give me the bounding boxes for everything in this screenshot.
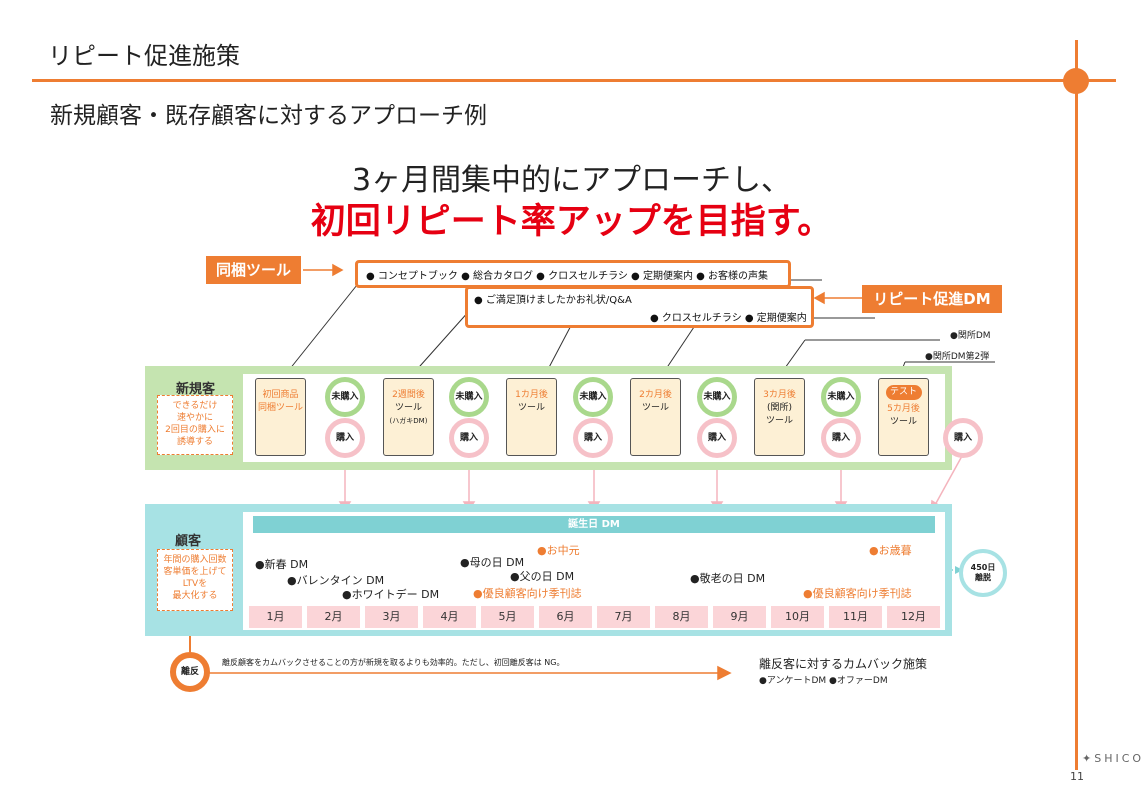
- month-cell: 12月: [887, 606, 940, 628]
- not-purchased-circle: 未購入: [573, 377, 613, 417]
- step-3months: 3カ月後 (関所) ツール: [754, 378, 805, 456]
- step-line: 1カ月後: [515, 390, 548, 400]
- churn-description: 離反顧客をカムバックさせることの方が新規を取るよりも効率的。ただし、初回離反客は…: [222, 658, 565, 667]
- month-cell: 3月: [365, 606, 418, 628]
- step-line: (ハガキDM): [389, 417, 428, 425]
- event-fathers-day: ●父の日 DM: [510, 570, 575, 583]
- side-rule: [1075, 40, 1078, 770]
- new-customer-note: できるだけ 速やかに 2回目の購入に 誘導する: [157, 395, 233, 455]
- accent-dot: [1063, 68, 1089, 94]
- month-cell: 7月: [597, 606, 650, 628]
- note-line: 速やかに: [176, 413, 213, 423]
- purchased-circle: 購入: [697, 418, 737, 458]
- repeat-dm-tag: リピート促進DM: [862, 285, 1002, 313]
- note-line: 最大化する: [172, 591, 218, 601]
- repeat-dm-line-1: ● ご満足頂けましたかお礼状/Q&A: [474, 295, 632, 306]
- purchased-circle: 購入: [943, 418, 983, 458]
- step-2weeks: 2週間後 ツール (ハガキDM): [383, 378, 434, 456]
- month-cell: 2月: [307, 606, 360, 628]
- step-line: ツール: [394, 403, 422, 413]
- step-5months: テスト 5カ月後 ツール: [878, 378, 929, 456]
- month-cell: 1月: [249, 606, 302, 628]
- event-white-day: ●ホワイトデー DM: [342, 588, 440, 601]
- step-line: 5カ月後: [887, 404, 920, 414]
- not-purchased-circle: 未購入: [821, 377, 861, 417]
- note-line: 2回目の購入に: [165, 425, 225, 435]
- step-2months: 2カ月後 ツール: [630, 378, 681, 456]
- slide-title: リピート促進施策: [48, 42, 240, 70]
- month-cell: 5月: [481, 606, 534, 628]
- note-line: LTVを: [182, 579, 208, 589]
- bundled-tools-box: ● コンセプトブック ● 総合カタログ ● クロスセルチラシ ● 定期便案内 ●…: [355, 260, 791, 288]
- step-line: 3カ月後: [763, 390, 796, 400]
- birthday-dm-bar: 誕生日 DM: [253, 516, 935, 533]
- kansho-dm-label: ●関所DM: [950, 331, 991, 341]
- page-number: 11: [1070, 770, 1084, 783]
- bundled-tools-items: ● コンセプトブック ● 総合カタログ ● クロスセルチラシ ● 定期便案内 ●…: [366, 271, 769, 282]
- brand-logo: ✦SHICO: [1082, 752, 1143, 765]
- not-purchased-circle: 未購入: [449, 377, 489, 417]
- note-line: 誘導する: [176, 437, 213, 447]
- step-line: ツール: [641, 403, 669, 413]
- event-keirou: ●敬老の日 DM: [690, 572, 766, 585]
- month-cell: 6月: [539, 606, 592, 628]
- badge-line: 450日: [970, 563, 996, 572]
- new-customer-label: 新規客: [176, 382, 216, 397]
- kansho-dm2-label: ●関所DM第2弾: [925, 352, 990, 362]
- event-premium-magazine-2: ●優良顧客向け季刊誌: [803, 587, 912, 600]
- slide-subtitle: 新規顧客・既存顧客に対するアプローチ例: [50, 103, 487, 129]
- event-valentine: ●バレンタイン DM: [287, 574, 385, 587]
- customer-note: 年間の購入回数 客単価を上げて LTVを 最大化する: [157, 549, 233, 611]
- event-mothers-day: ●母の日 DM: [460, 556, 525, 569]
- step-initial: 初回商品 同梱ツール: [255, 378, 306, 456]
- step-1month: 1カ月後 ツール: [506, 378, 557, 456]
- note-line: 年間の購入回数: [163, 555, 227, 565]
- headline-line-1: 3ヶ月間集中的にアプローチし、: [351, 163, 792, 198]
- note-line: 客単価を上げて: [163, 567, 227, 577]
- purchased-circle: 購入: [325, 418, 365, 458]
- not-purchased-circle: 未購入: [697, 377, 737, 417]
- note-line: できるだけ: [172, 401, 218, 411]
- step-line: 初回商品: [262, 390, 299, 400]
- purchased-circle: 購入: [821, 418, 861, 458]
- comeback-title: 離反客に対するカムバック施策: [759, 657, 928, 671]
- header-rule: [32, 79, 1116, 82]
- step-line: ツール: [765, 416, 793, 426]
- month-cell: 9月: [713, 606, 766, 628]
- event-new-year: ●新春 DM: [255, 558, 309, 571]
- badge-line: 離脱: [975, 573, 991, 582]
- repeat-dm-line-2: ● クロスセルチラシ ● 定期便案内: [650, 313, 807, 324]
- step-line: (関所): [766, 403, 793, 413]
- headline-line-2: 初回リピート率アップを目指す。: [310, 202, 833, 242]
- customer-label: 顧客: [175, 534, 202, 549]
- step-line: 2カ月後: [639, 390, 672, 400]
- churn-circle: 離反: [170, 652, 210, 692]
- event-chugen: ●お中元: [537, 544, 580, 557]
- step-line: ツール: [889, 417, 917, 427]
- month-cell: 10月: [771, 606, 824, 628]
- not-purchased-circle: 未購入: [325, 377, 365, 417]
- event-seibo: ●お歳暮: [869, 544, 912, 557]
- month-cell: 4月: [423, 606, 476, 628]
- event-premium-magazine-1: ●優良顧客向け季刊誌: [473, 587, 582, 600]
- step-line: 2週間後: [392, 390, 425, 400]
- bundled-tools-tag: 同梱ツール: [206, 256, 301, 284]
- purchased-circle: 購入: [449, 418, 489, 458]
- repeat-dm-box: ● ご満足頂けましたかお礼状/Q&A ● クロスセルチラシ ● 定期便案内: [465, 286, 814, 328]
- churn-450-days-badge: 450日 離脱: [959, 549, 1007, 597]
- month-cell: 8月: [655, 606, 708, 628]
- step-line: 同梱ツール: [257, 403, 303, 413]
- step-line: ツール: [517, 403, 545, 413]
- test-badge: テスト: [885, 385, 922, 400]
- month-cell: 11月: [829, 606, 882, 628]
- comeback-items: ●アンケートDM ●オファーDM: [759, 676, 888, 686]
- purchased-circle: 購入: [573, 418, 613, 458]
